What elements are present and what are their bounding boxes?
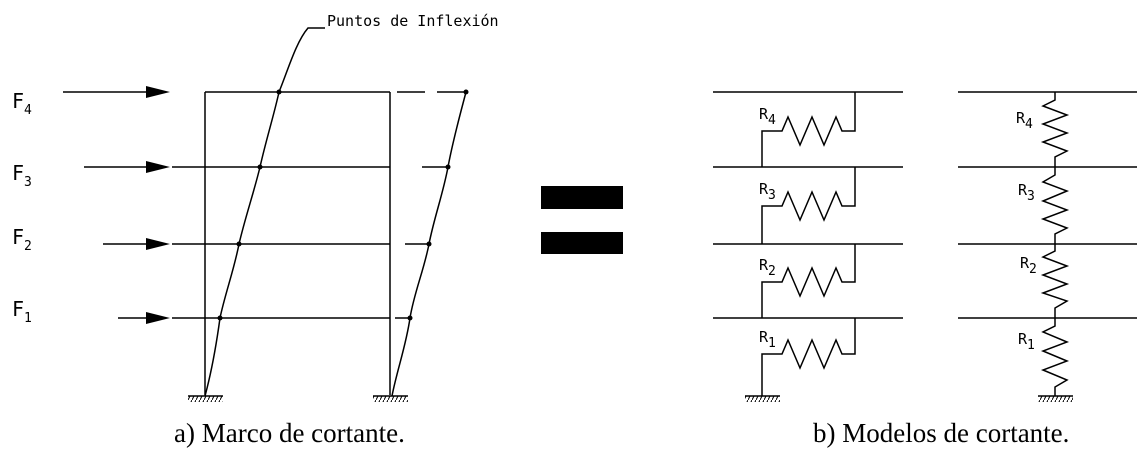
force-arrow-1 [118,312,170,324]
force-arrow-4 [63,86,170,98]
spring-h-4 [761,92,856,167]
force-arrows [63,86,170,324]
model-horizontal-springs [713,91,903,402]
inflection-points-label: Puntos de Inflexión [327,12,499,30]
spring-v-4 [1040,92,1070,167]
caption-b: b) Modelos de cortante. [813,418,1069,448]
caption-a: a) Marco de cortante. [174,418,405,448]
frame-left-support [188,395,223,402]
spring-v-label-3: R3 [1018,181,1035,204]
model1-support [745,395,780,402]
spring-h-label-2: R2 [759,256,776,279]
spring-v-1 [1040,318,1070,396]
deformed-beam-extensions [395,91,465,319]
force-arrow-2 [103,238,170,250]
force-label-1: F1 [12,297,32,326]
spring-v-3 [1040,167,1070,244]
spring-v-label-4: R4 [1016,109,1033,132]
force-label-4: F4 [12,89,32,118]
inflection-dots [217,89,469,321]
frame-right-support [373,395,408,402]
spring-h-label-3: R3 [759,180,776,203]
force-arrow-3 [84,161,170,173]
equals-sign [541,186,623,254]
model2-support [1038,395,1073,402]
model-vertical-springs [958,91,1137,402]
spring-v-label-2: R2 [1020,254,1037,277]
spring-h-1 [761,318,856,396]
spring-h-2 [761,244,856,318]
frame-panel [172,27,469,402]
spring-v-2 [1040,244,1070,318]
spring-h-label-1: R1 [759,328,776,351]
spring-v-label-1: R1 [1018,330,1035,353]
force-label-3: F3 [12,161,32,190]
annotation-leader [278,27,325,93]
force-label-2: F2 [12,225,32,254]
spring-h-label-4: R4 [759,105,776,128]
spring-h-3 [761,167,856,244]
